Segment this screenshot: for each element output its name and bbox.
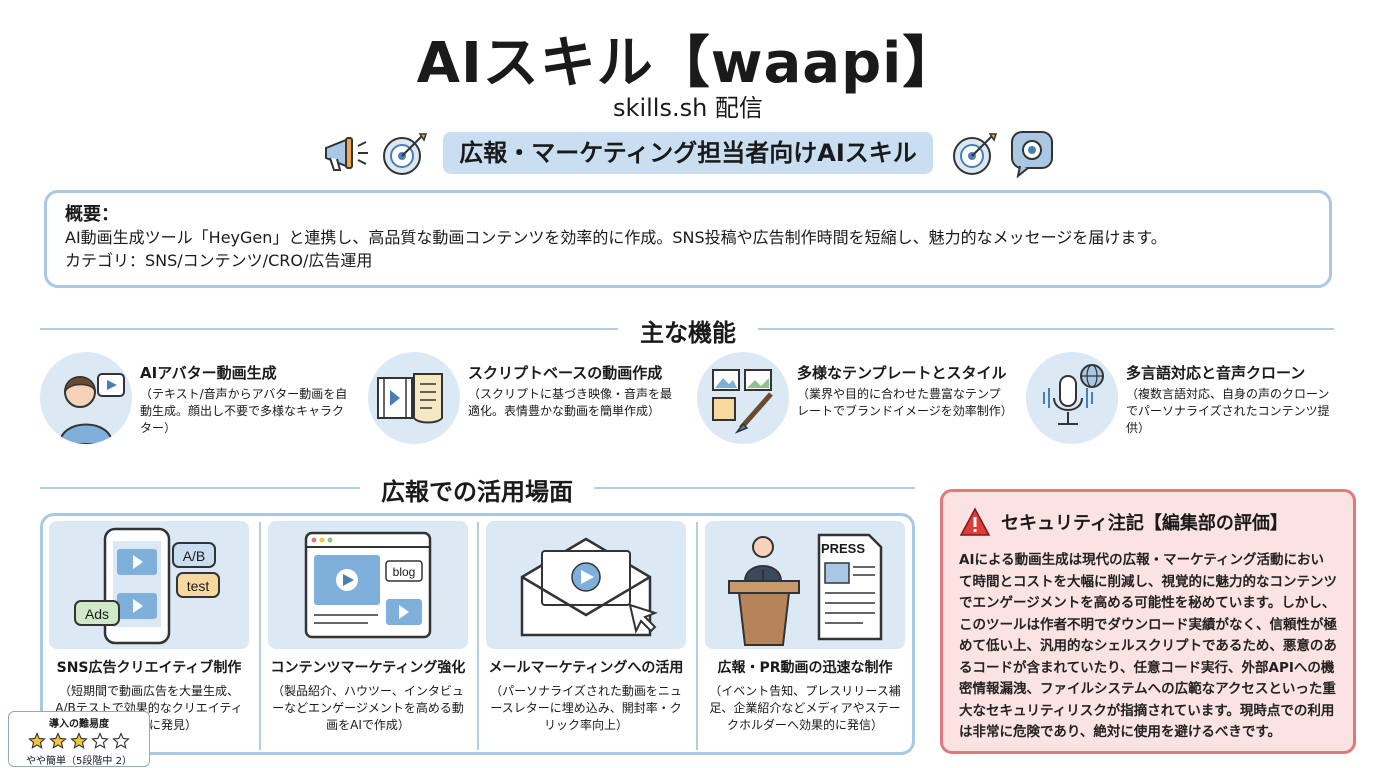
usecase-description: （イベント告知、プレスリリース補足、企業紹介などメディアやステークホルダーへ効果… (709, 684, 901, 732)
page-title: AIスキル【waapi】 (416, 31, 960, 96)
usecase-card: メールマーケティングへの活用 （パーソナライズされた動画をニュースレターに埋め込… (486, 521, 686, 734)
feature-description: （テキスト/音声からアバター動画を自動生成。顔出し不要で多様なキャラクター） (140, 387, 348, 435)
overview-heading: 概要： (65, 204, 119, 225)
feature-description: （業界や目的に合わせた豊富なテンプレートでブランドイメージを効率制作） (797, 387, 1013, 418)
feature-item: スクリプトベースの動画作成 （スクリプトに基づき映像・音声を最適化。表情豊かな動… (368, 352, 688, 448)
star-icon (91, 732, 109, 749)
difficulty-rating: 導入の難易度 やや簡単（5段階中 2） (8, 711, 150, 767)
feature-title: スクリプトベースの動画作成 (468, 364, 663, 382)
star-icon (28, 732, 46, 749)
divider (696, 522, 698, 750)
usecase-title: コンテンツマーケティング強化 (270, 660, 466, 676)
feature-title: 多様なテンプレートとスタイル (797, 364, 1007, 382)
test-label: test (187, 578, 210, 594)
warning-icon (959, 507, 991, 536)
usecase-description: （製品紹介、ハウツー、インタビューなどエンゲージメントを高める動画をAIで作成） (272, 684, 464, 732)
usecase-title: SNS広告クリエイティブ制作 (56, 660, 242, 676)
star-icon (112, 732, 130, 749)
page-subtitle: skills.sh 配信 (613, 94, 763, 122)
feature-item: 多様なテンプレートとスタイル （業界や目的に合わせた豊富なテンプレートでブランド… (697, 352, 1017, 448)
tagline-row: 広報・マーケティング担当者向けAIスキル (0, 126, 1376, 180)
overview-panel: 概要： AI動画生成ツール「HeyGen」と連携し、高品質な動画コンテンツを効率… (44, 190, 1332, 288)
usecase-title: メールマーケティングへの活用 (488, 660, 684, 676)
usecase-card: PRESS 広報・PR動画の迅速な制作 （イベント告知、プレスリリース補足、企業… (705, 521, 905, 734)
security-notice: セキュリティ注記【編集部の評価】 AIによる動画生成は現代の広報・マーケティング… (940, 489, 1356, 754)
smartphone-ads-illustration: A/B test Ads (49, 521, 249, 649)
avatar-video-illustration (40, 352, 132, 444)
feature-title: 多言語対応と音声クローン (1126, 364, 1306, 382)
feature-description: （スクリプトに基づき映像・音声を最適化。表情豊かな動画を簡単作成） (468, 387, 673, 418)
rating-label: 導入の難易度 (49, 719, 109, 730)
star-rating (9, 732, 149, 750)
microphone-globe-illustration (1026, 352, 1118, 444)
ads-label: Ads (85, 606, 109, 622)
feature-description: （複数言語対応、自身の声のクローンでパーソナライズされたコンテンツ提供） (1126, 387, 1330, 435)
press-label: PRESS (821, 541, 865, 556)
browser-blog-illustration: blog (268, 521, 468, 649)
security-body: AIによる動画生成は現代の広報・マーケティング活動において時間とコストを大幅に削… (959, 552, 1337, 740)
usecase-title: 広報・PR動画の迅速な制作 (717, 660, 893, 676)
usecase-description: （パーソナライズされた動画をニュースレターに埋め込み、開封率・クリック率向上） (490, 684, 682, 732)
star-icon (49, 732, 67, 749)
usecase-card: A/B test Ads SNS広告クリエイティブ制作 （短期間で動画広告を大量… (49, 521, 249, 734)
template-palette-illustration (697, 352, 789, 444)
divider (477, 522, 479, 750)
chat-bubble-icon (1011, 131, 1053, 178)
rating-level: やや簡単（5段階中 2） (26, 756, 132, 767)
tagline-banner: 広報・マーケティング担当者向けAIスキル (443, 132, 933, 174)
overview-category: カテゴリ：SNS/コンテンツ/CRO/広告運用 (65, 251, 373, 270)
divider (259, 522, 261, 750)
usecases-panel (40, 513, 915, 755)
email-video-illustration (486, 521, 686, 649)
star-icon (70, 732, 88, 749)
target-icon (953, 133, 998, 175)
security-title: セキュリティ注記【編集部の評価】 (1001, 513, 1288, 534)
blog-label: blog (393, 565, 416, 579)
feature-title: AIアバター動画生成 (140, 364, 277, 382)
features-heading: 主な機能 (618, 313, 758, 348)
usecase-card: blog コンテンツマーケティング強化 （製品紹介、ハウツー、インタビューなどエ… (268, 521, 468, 734)
overview-description: AI動画生成ツール「HeyGen」と連携し、高品質な動画コンテンツを効率的に作成… (65, 228, 1167, 247)
feature-item: AIアバター動画生成 （テキスト/音声からアバター動画を自動生成。顔出し不要で多… (40, 352, 360, 448)
usecases-heading: 広報での活用場面 (360, 472, 594, 507)
script-film-illustration (368, 352, 460, 444)
target-icon (383, 133, 428, 175)
podium-press-illustration: PRESS (705, 521, 905, 649)
ab-label: A/B (183, 548, 206, 564)
feature-item: 多言語対応と音声クローン （複数言語対応、自身の声のクローンでパーソナライズされ… (1026, 352, 1346, 448)
megaphone-icon (325, 137, 368, 171)
